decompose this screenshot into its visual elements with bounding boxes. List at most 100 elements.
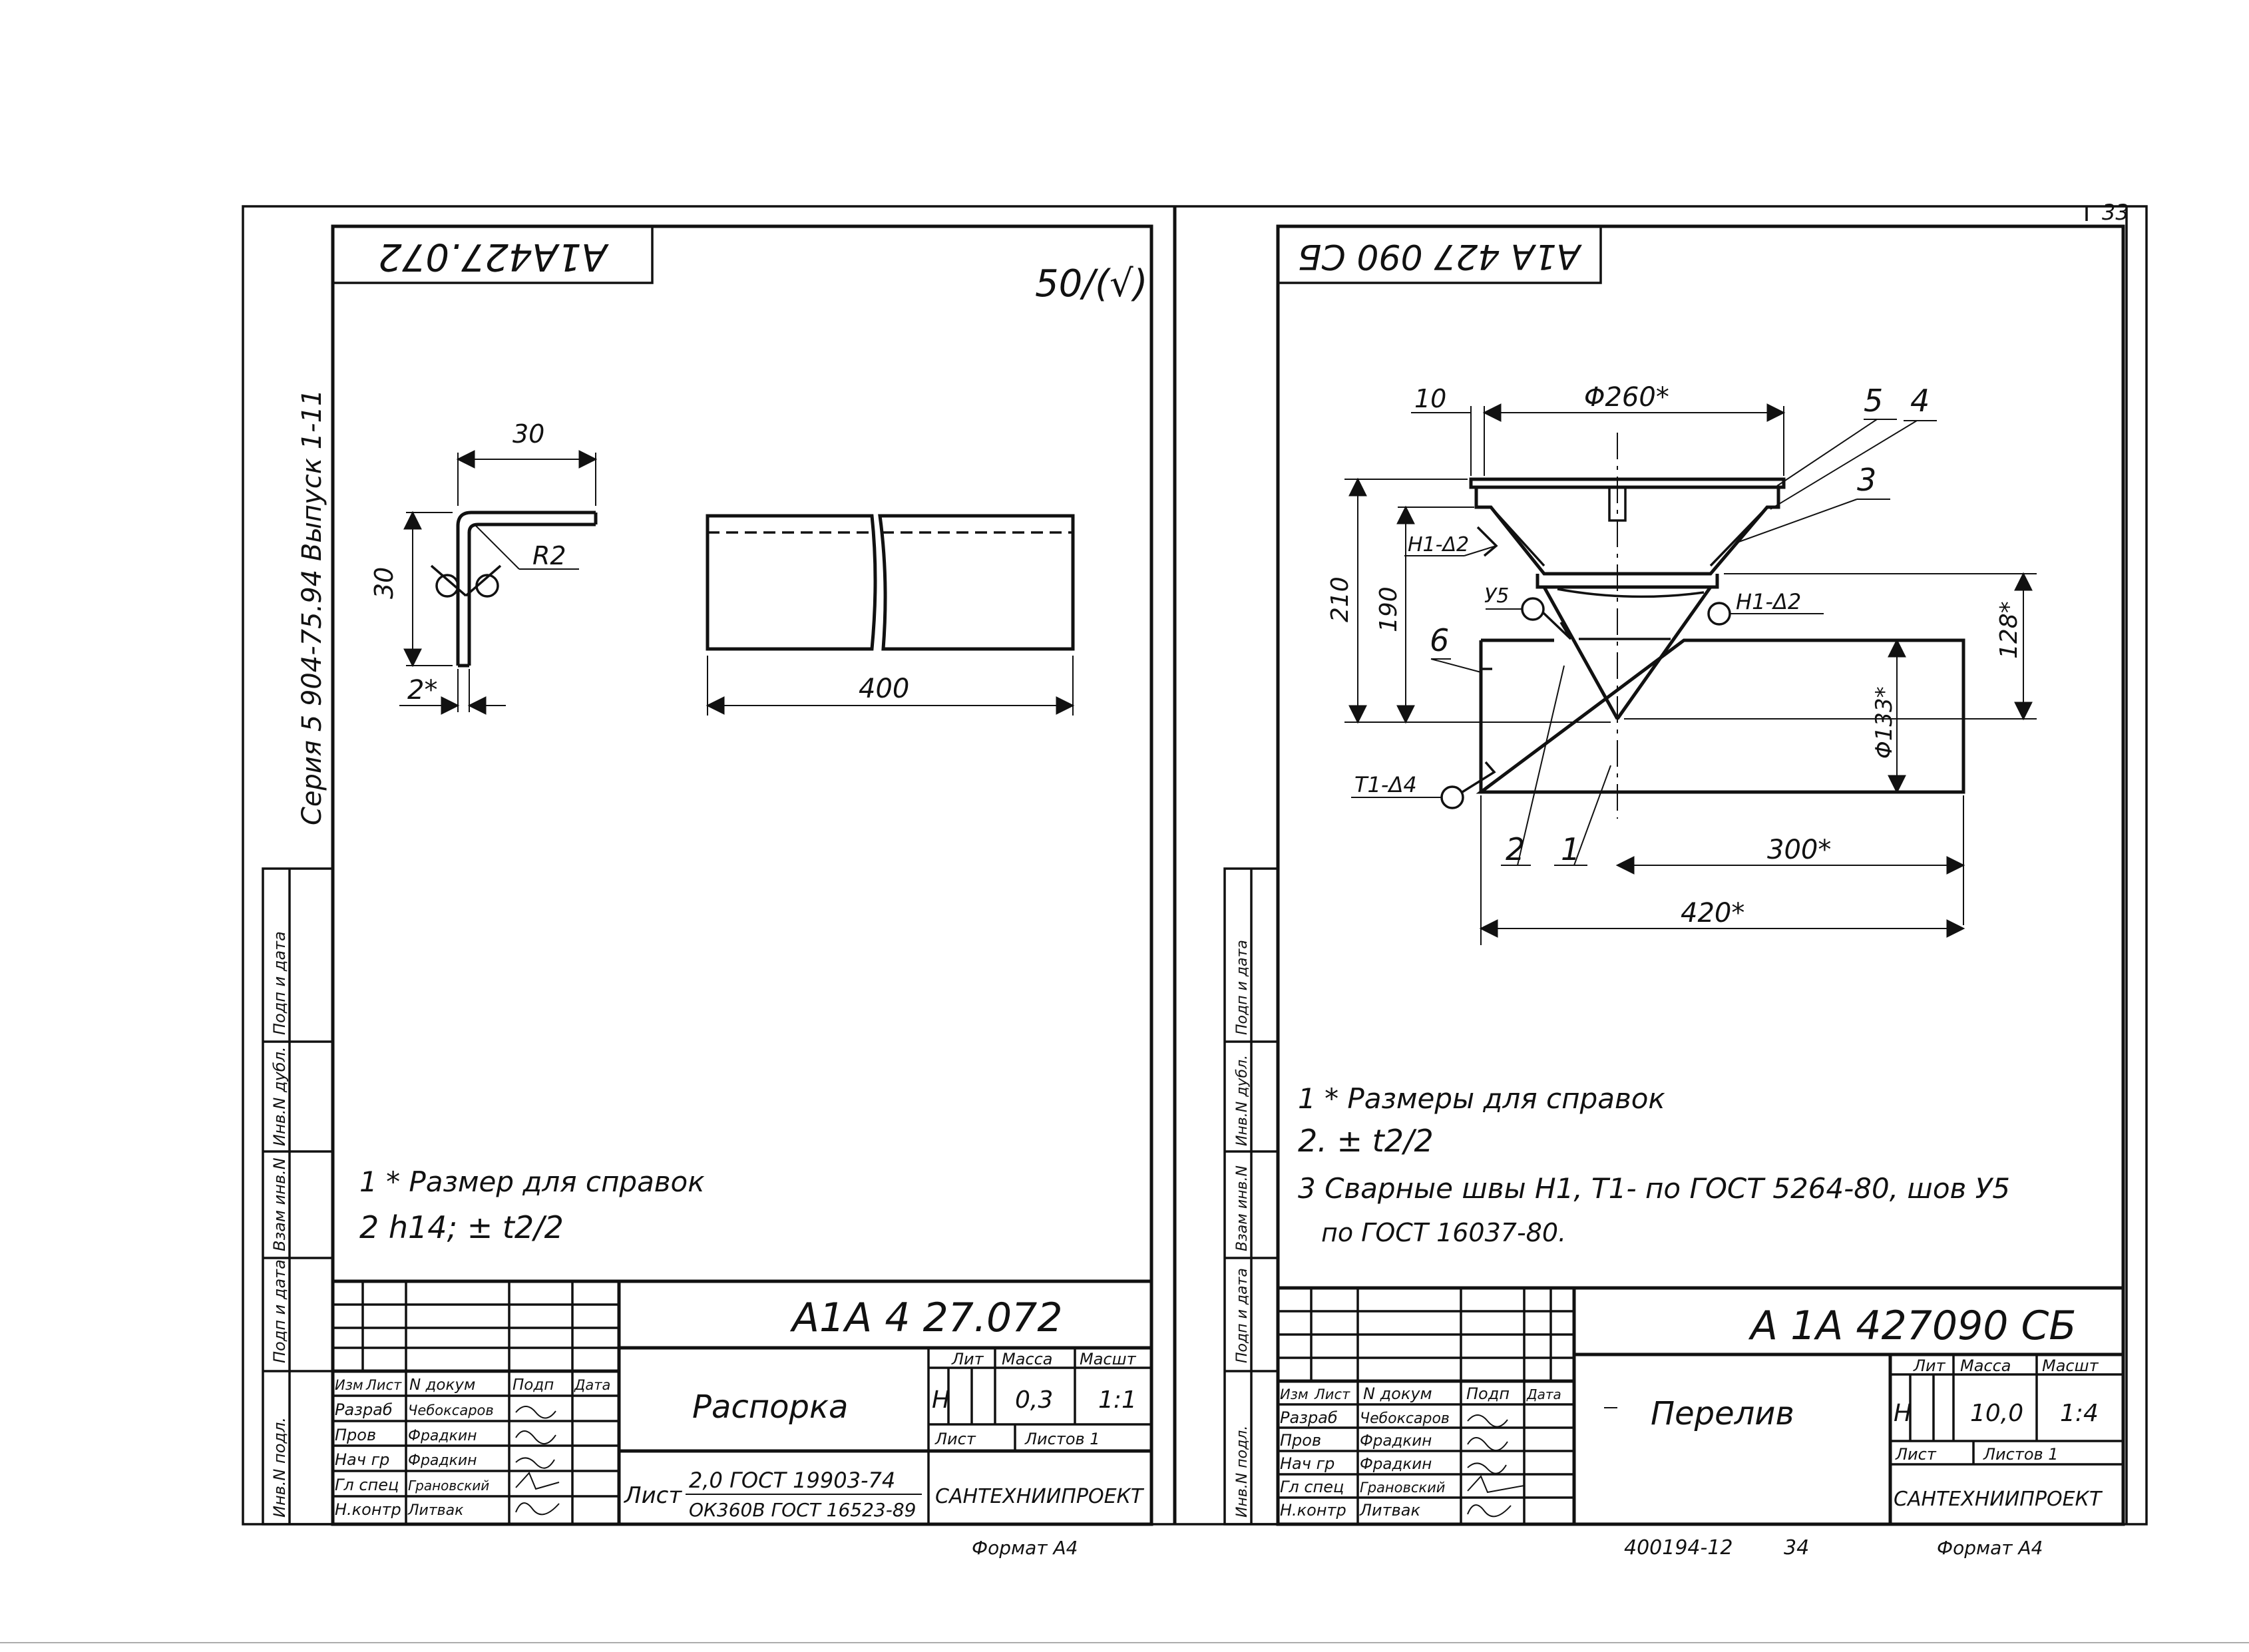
right-note-1: 1 * Размеры для справок: [1298, 1082, 1665, 1115]
margin-label-r4: Инв.N дубл.: [1234, 1055, 1251, 1146]
right-col-date: Дата: [1526, 1386, 1561, 1402]
dim-h190: 190: [1375, 586, 1402, 632]
dim-l300: 300*: [1767, 835, 1831, 865]
right-code-top: А1А 427 090 СБ: [1298, 236, 1582, 276]
left-lit-value: Н: [932, 1386, 950, 1414]
left-hdr-mass: Масса: [1002, 1350, 1053, 1368]
left-title-block: Изм Лист N докум Подп Дата Разраб Чебокс…: [331, 1279, 1153, 1526]
right-col-sign: Подп: [1466, 1384, 1510, 1403]
right-scale-value: 1:4: [2060, 1400, 2099, 1427]
right-person-4: Грановский: [1360, 1480, 1445, 1496]
right-hdr-scale: Масшт: [2042, 1356, 2099, 1375]
margin-label-4: Инв.N дубл.: [270, 1046, 289, 1146]
left-note-2: 2 h14; ± t2/2: [359, 1209, 564, 1245]
left-person-1: Чебоксаров: [408, 1402, 494, 1418]
left-col-list: Лист: [365, 1377, 402, 1393]
dim-l420: 420*: [1681, 898, 1744, 929]
left-col-doc: N докум: [409, 1376, 475, 1394]
dim-width: 30: [512, 419, 544, 449]
left-person-5: Литвак: [407, 1502, 464, 1519]
left-material-top: 2,0 ГОСТ 19903-74: [689, 1468, 895, 1493]
left-mass-value: 0,3: [1015, 1386, 1053, 1414]
callout-5: 5: [1864, 383, 1883, 419]
right-note-4: по ГОСТ 16037-80.: [1321, 1218, 1566, 1247]
left-material-bottom: ОК360В ГОСТ 16523-89: [689, 1499, 916, 1521]
left-role-3: Нач гр: [335, 1450, 389, 1469]
right-hdr-mass: Масса: [1960, 1356, 2011, 1375]
left-role-2: Пров: [335, 1426, 376, 1444]
right-hdr-lit: Лит: [1913, 1356, 1946, 1375]
left-sheet: А1А427.072 50/(√) 30 30 R2: [331, 224, 1153, 1559]
margin-label-2: Подп и дата: [270, 1259, 289, 1363]
dim-height: 30: [369, 567, 399, 599]
left-format: Формат А4: [972, 1537, 1078, 1559]
right-role-5: Н.контр: [1280, 1501, 1346, 1520]
right-designation: А 1А 427090 СБ: [1748, 1303, 2077, 1349]
left-person-2: Фрадкин: [408, 1428, 477, 1444]
margin-label-r1: Инв.N подл.: [1234, 1426, 1251, 1518]
left-col-date: Дата: [574, 1377, 610, 1393]
margin-label-3: Взам инв.N: [270, 1157, 289, 1251]
left-margin-columns: Инв.N подл. Подп и дата Взам инв.N Инв.N…: [262, 867, 334, 1526]
left-sheets-label: Листов 1: [1024, 1430, 1100, 1448]
right-sheets-label: Листов 1: [1983, 1445, 2059, 1464]
right-role-4: Гл спец: [1280, 1478, 1344, 1496]
left-note-1: 1 * Размер для справок: [359, 1165, 705, 1198]
weld-h1-right: Н1-Δ2: [1736, 589, 1801, 614]
right-margin-columns: Инв.N подл. Подп и дата Взам инв.N Инв.N…: [1223, 867, 1279, 1526]
dim-radius: R2: [532, 541, 566, 570]
left-hdr-lit: Лит: [951, 1350, 984, 1368]
left-role-5: Н.контр: [335, 1500, 401, 1519]
right-sheet: А1А 427 090 СБ: [1276, 224, 2125, 1559]
outer-frame: 33: [0, 200, 2249, 1643]
callout-2: 2: [1506, 831, 1525, 867]
dim-h128: 128*: [1995, 601, 2023, 659]
dim-w10: 10: [1414, 384, 1446, 413]
right-note-2: 2. ± t2/2: [1298, 1123, 1434, 1159]
left-part-name: Распорка: [692, 1388, 848, 1426]
dim-length: 400: [859, 674, 909, 704]
right-mass-value: 10,0: [1970, 1400, 2023, 1427]
weld-t1: Т1-Δ4: [1354, 772, 1417, 797]
left-sheet-label: Лист: [934, 1430, 976, 1448]
bottom-code: 400194-12: [1624, 1536, 1733, 1559]
weld-h1-left: Н1-Δ2: [1408, 533, 1469, 556]
right-col-izm: Изм: [1280, 1386, 1309, 1402]
right-format: Формат А4: [1937, 1537, 2043, 1559]
dim-d133: Φ133*: [1871, 686, 1898, 759]
overflow-assembly: 10 Φ260* 210 190 128* Φ133* 300* 420*: [1327, 382, 2037, 945]
left-person-4: Грановский: [408, 1478, 489, 1494]
right-role-2: Пров: [1280, 1431, 1321, 1450]
left-scale-value: 1:1: [1098, 1386, 1137, 1414]
margin-label-r5: Подп и дата: [1234, 940, 1251, 1035]
right-person-1: Чебоксаров: [1360, 1410, 1450, 1427]
left-material-label: Лист: [623, 1482, 682, 1509]
dim-thickness: 2*: [407, 675, 437, 706]
roughness-symbol: 50/(√): [1035, 262, 1148, 306]
callout-1: 1: [1561, 831, 1580, 867]
callout-4: 4: [1910, 383, 1930, 419]
callout-6: 6: [1430, 622, 1449, 658]
left-org: САНТЕХНИИПРОЕКТ: [935, 1485, 1145, 1508]
right-part-name: Перелив: [1651, 1395, 1794, 1432]
margin-label-r2: Подп и дата: [1234, 1268, 1251, 1363]
callout-3: 3: [1857, 462, 1876, 498]
left-person-3: Фрадкин: [408, 1452, 477, 1469]
margin-label-r3: Взам инв.N: [1234, 1165, 1251, 1251]
left-col-izm: Изм: [335, 1377, 363, 1393]
right-role-1: Разраб: [1280, 1408, 1338, 1427]
left-hdr-scale: Масшт: [1080, 1350, 1137, 1368]
right-role-3: Нач гр: [1280, 1454, 1334, 1473]
right-sheet-label: Лист: [1895, 1445, 1937, 1464]
right-person-5: Литвак: [1359, 1501, 1420, 1520]
right-note-3: 3 Сварные швы Н1, Т1- по ГОСТ 5264-80, ш…: [1298, 1172, 2010, 1205]
margin-label-1: Инв.N подл.: [270, 1417, 289, 1518]
left-col-sign: Подп: [512, 1376, 554, 1394]
right-person-3: Фрадкин: [1360, 1456, 1432, 1473]
side-view: 400: [706, 514, 1075, 716]
dim-d260: Φ260*: [1584, 382, 1669, 413]
dim-h210: 210: [1327, 576, 1354, 622]
right-title-block: Изм Лист N докум Подп Дата Разраб Чебокс…: [1276, 1286, 2125, 1526]
left-role-1: Разраб: [335, 1400, 393, 1419]
weld-y5: У5: [1484, 584, 1509, 608]
